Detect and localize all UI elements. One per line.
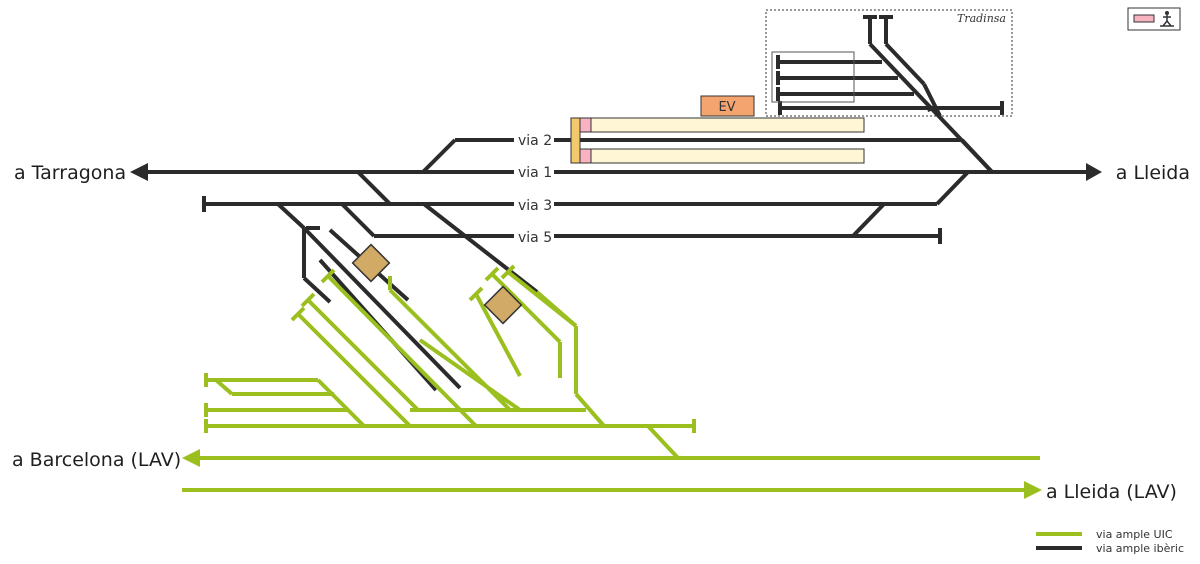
tradinsa-inner-box [771,51,855,103]
legend-uic-label: via ample UIC [1096,528,1173,541]
track-yard-green-fan-3 [306,298,420,412]
track-diagonal-to-yard [422,202,539,294]
track-via-3-west-crossover [356,170,392,206]
junction-marker [926,104,940,112]
track-via-3-east-crossover [935,170,970,206]
track-via-5-east-crossover [851,202,886,238]
platform-end-south [579,148,592,164]
buffer-yard-green-fan-8 [468,286,484,302]
platform-north [579,117,865,133]
platform-end-north [579,117,592,133]
arrow-barcelona-lav-icon [182,449,200,467]
track-yard-dark-3 [302,276,332,304]
buffer-yard-green-fan-9 [484,266,500,282]
direction-barcelona-lav: a Barcelona (LAV) [12,449,181,471]
buffer-yard-green-fan-3 [300,292,316,308]
buffer-yard-green-fan-4 [320,268,336,284]
via-2-label: via 2 [518,133,552,149]
track-yard-green-fan-2 [296,312,412,428]
warehouse-1 [351,243,391,283]
track-yard-green-fan-13 [574,392,606,428]
direction-lleida-lav: a Lleida (LAV) [1046,481,1177,503]
ev-building [700,95,755,117]
track-yard-green-fan-14 [535,290,578,328]
warehouse-2 [483,285,523,325]
tradinsa-label: Tradinsa [957,12,1006,25]
legend-iberic-label: via ample ibèric [1096,542,1184,555]
uic-tracks [182,264,1040,492]
track-yard-dark-4 [302,226,462,390]
buffer-yard-green-fan-10 [500,264,516,280]
direction-lleida: a Lleida [1116,162,1190,184]
track-yard-green-fan-1 [316,378,366,428]
via-5-label: via 5 [518,230,552,246]
buffer-yard-green-fan-2 [290,306,306,322]
track-yard-green-fan-15 [418,338,522,412]
track-yard-green-fan-8 [474,293,522,377]
track-yard-green-fan-4 [326,274,478,428]
arrow-tarragona-icon [130,163,148,181]
track-tradinsa-curve-2 [884,42,926,86]
via-3-label: via 3 [518,198,552,214]
legend: via ample UIC via ample ibèric [1036,528,1184,555]
platforms [570,117,865,164]
arrow-lleida-icon [1086,163,1102,181]
track-tradinsa-curve-3 [922,83,942,117]
track-via-2-west-crossover [421,138,457,174]
track-yard-green-fan-9 [490,272,562,344]
platform-south [579,148,865,164]
via-1-label: via 1 [518,165,552,181]
ev-label: EV [718,100,735,115]
arrow-lleida-lav-icon [1024,481,1042,499]
iberic-tracks [138,15,1090,392]
platform-pedestrian-icon [1127,7,1181,31]
track-via-5-west-link [340,202,376,238]
direction-tarragona: a Tarragona [14,162,126,184]
platform-west-connector [570,117,581,164]
track-yard-green-c-link [214,378,234,396]
track-yard-green-link [646,424,680,460]
track-yard-dark-1 [276,202,306,230]
